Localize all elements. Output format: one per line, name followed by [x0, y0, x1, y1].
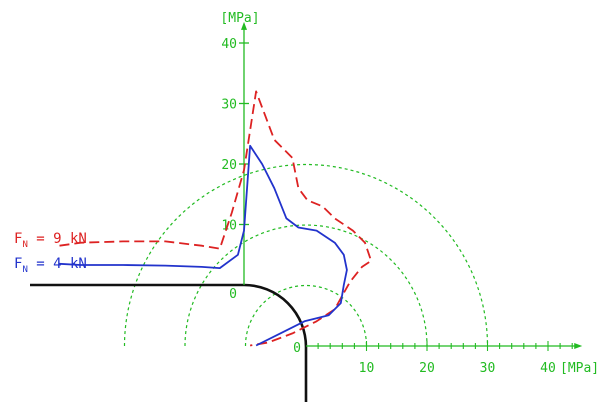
arc-10	[244, 284, 368, 347]
part-contour	[30, 283, 308, 402]
legend-label-0: FN = 9 kN	[14, 231, 87, 250]
legend-label-1: FN = 4 kN	[14, 256, 87, 275]
x-tick-label-40: 40	[540, 361, 556, 376]
x-tick-label-30: 30	[480, 361, 496, 376]
reference-arcs	[123, 163, 489, 347]
contour-line	[30, 283, 308, 402]
series-line-1	[59, 144, 348, 347]
arc-30	[123, 163, 489, 347]
legend: FN = 9 kN FN = 4 kN	[14, 231, 87, 275]
y-tick-label-0: 0	[229, 287, 237, 302]
x-axis-arrow	[574, 343, 583, 349]
y-unit-label: [MPa]	[220, 11, 259, 26]
series-layer	[59, 90, 372, 347]
axes: [MPa] 0 10 20 30 40 0 10 20 30 40 [MPa]	[220, 11, 599, 376]
x-unit-label: [MPa]	[560, 361, 599, 376]
series-line-0	[59, 90, 372, 347]
x-tick-label-0: 0	[293, 341, 301, 356]
y-axis-arrow	[241, 21, 247, 30]
y-tick-label-40: 40	[221, 37, 237, 52]
y-tick-label-10: 10	[221, 219, 237, 234]
x-tick-label-20: 20	[419, 361, 435, 376]
y-tick-label-30: 30	[221, 98, 237, 113]
x-tick-label-10: 10	[359, 361, 375, 376]
y-tick-label-20: 20	[221, 158, 237, 173]
